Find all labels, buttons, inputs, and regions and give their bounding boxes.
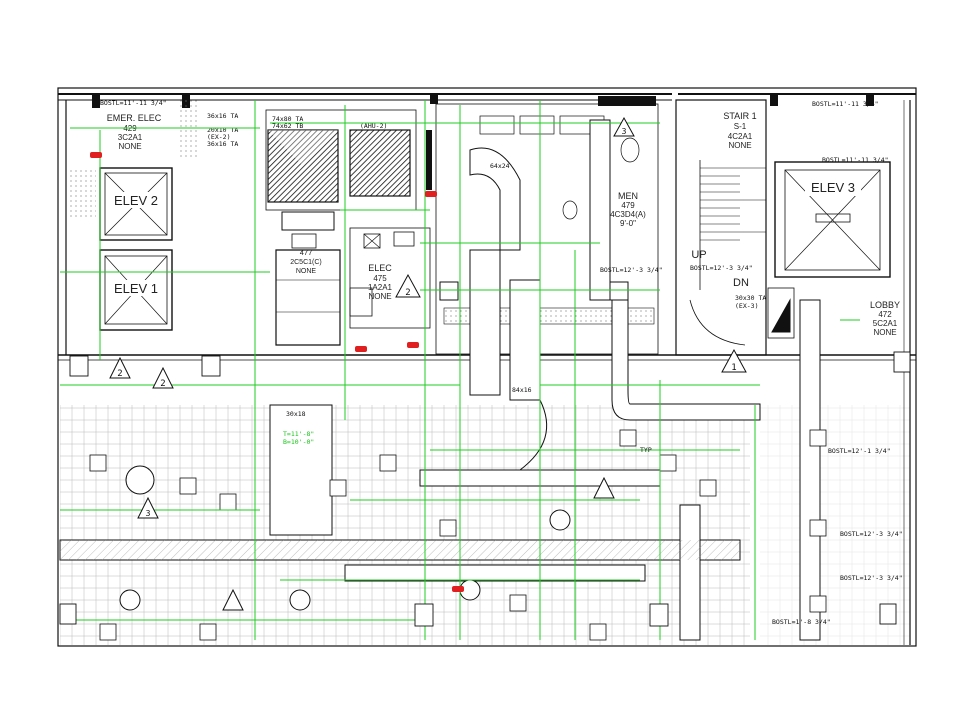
duct-tag-g: 36x16 TA [207, 140, 238, 148]
men-code: 4C3D4(A) [610, 210, 646, 219]
elec-num: 475 [373, 274, 387, 283]
emer-elec-code: 3C2A1 [118, 133, 143, 142]
red-callout-tags [90, 152, 464, 592]
diffusers [89, 429, 827, 641]
typ-note: TYP [640, 446, 652, 454]
stair-code: 4C2A1 [728, 132, 753, 141]
dimension-lines [60, 100, 860, 640]
elev-3-label: ELEV 3 [811, 180, 855, 195]
elevator-shaft-3: ELEV 3 [774, 161, 891, 278]
lobby-num: 472 [878, 310, 892, 319]
bostl-tag-a2: BOSTL=11'-11 3/4" [812, 100, 879, 108]
keynote-1: 1 [731, 363, 736, 373]
sheet-border [57, 87, 917, 647]
column-markers [59, 351, 911, 627]
duct-tag-k: 84x16 [512, 386, 532, 394]
ceiling-grid-area [60, 405, 750, 645]
elev-2-label: ELEV 2 [114, 193, 158, 208]
keynote-3-a: 3 [622, 127, 627, 136]
shaft-speckle-left [70, 170, 96, 220]
elec-fin: NONE [368, 292, 391, 301]
men-ht: 9'-0" [620, 219, 636, 228]
emer-elec-name: EMER. ELEC [107, 113, 162, 123]
exhaust-duct-network [439, 119, 821, 641]
keynote-triangles [109, 116, 747, 611]
emer-elec-fin: NONE [118, 142, 141, 151]
supply-duct-trunk [275, 211, 373, 346]
lobby-code: 5C2A1 [873, 319, 898, 328]
bostl-tag-f: BOSTL=12'-3 3/4" [840, 574, 903, 582]
bostl-tag-a: BOSTL=11'-11 3/4" [100, 99, 167, 107]
room-477-fin: NONE [296, 268, 317, 275]
duct-tag-a: 74x80 TA [272, 115, 303, 123]
bostl-tag-b2: BOSTL=12'-3 3/4" [600, 266, 663, 274]
elev-1-label: ELEV 1 [114, 281, 158, 296]
stair-fin: NONE [728, 141, 751, 150]
men-num: 479 [621, 201, 635, 210]
ceiling-hatch-lower [60, 540, 740, 560]
elec-code: 1A2A1 [368, 283, 393, 292]
elec-name: ELEC [368, 263, 392, 273]
keynote-2-a: 2 [117, 369, 122, 379]
stair-dn-label: DN [733, 277, 749, 289]
duct-tag-d: 36x16 TA [207, 112, 238, 120]
duct-tag-j: (EX-3) [735, 302, 758, 310]
lobby-name: LOBBY [870, 300, 900, 310]
lobby-fin: NONE [873, 328, 896, 337]
duct-tag-e: 20x10 TA [207, 126, 238, 134]
stair-num: S-1 [734, 122, 747, 131]
duct-tag-c: (AHU-2) [360, 122, 387, 130]
stair-name: STAIR 1 [723, 111, 756, 121]
bostl-tag-b: BOSTL=12'-3 3/4" [690, 264, 753, 272]
lobby-area [767, 287, 795, 339]
room-477-code: 2C5C1(C) [290, 259, 322, 266]
duct-tag-h: 64x24 [490, 162, 510, 170]
stair-1 [675, 99, 767, 356]
duct-tag-i: 30x30 TA [735, 294, 766, 302]
keynote-2-c: 2 [405, 288, 410, 298]
bostl-tag-d: BOSTL=12'-3 3/4" [840, 530, 903, 538]
bostl-tag-a3: BOSTL=11'-11 3/4" [822, 156, 889, 164]
men-name: MEN [618, 191, 638, 201]
duct-tag-f: (EX-2) [207, 133, 230, 141]
stair-up-label: UP [691, 249, 706, 261]
elevator-shaft-1: ELEV 1 [99, 249, 173, 331]
keynote-2-b: 2 [160, 379, 165, 389]
keynote-3-b: 3 [146, 509, 151, 518]
duct-tag-b: 74x62 TB [272, 122, 303, 130]
elec-room [349, 227, 431, 329]
shaft-speckle-mid [180, 100, 200, 160]
bostl-tag-c: BOSTL=12'-1 3/4" [828, 447, 891, 455]
dim-mark-1: T=11'-8" [283, 430, 314, 438]
dim-mark-2: B=10'-0" [283, 438, 314, 446]
room-477-num: 477 [300, 248, 313, 257]
duct-tag-l: 30x18 [286, 410, 306, 418]
bostl-tag-e: BOSTL=1'-8 3/4" [772, 618, 831, 626]
elevator-shaft-2: ELEV 2 [99, 167, 173, 241]
